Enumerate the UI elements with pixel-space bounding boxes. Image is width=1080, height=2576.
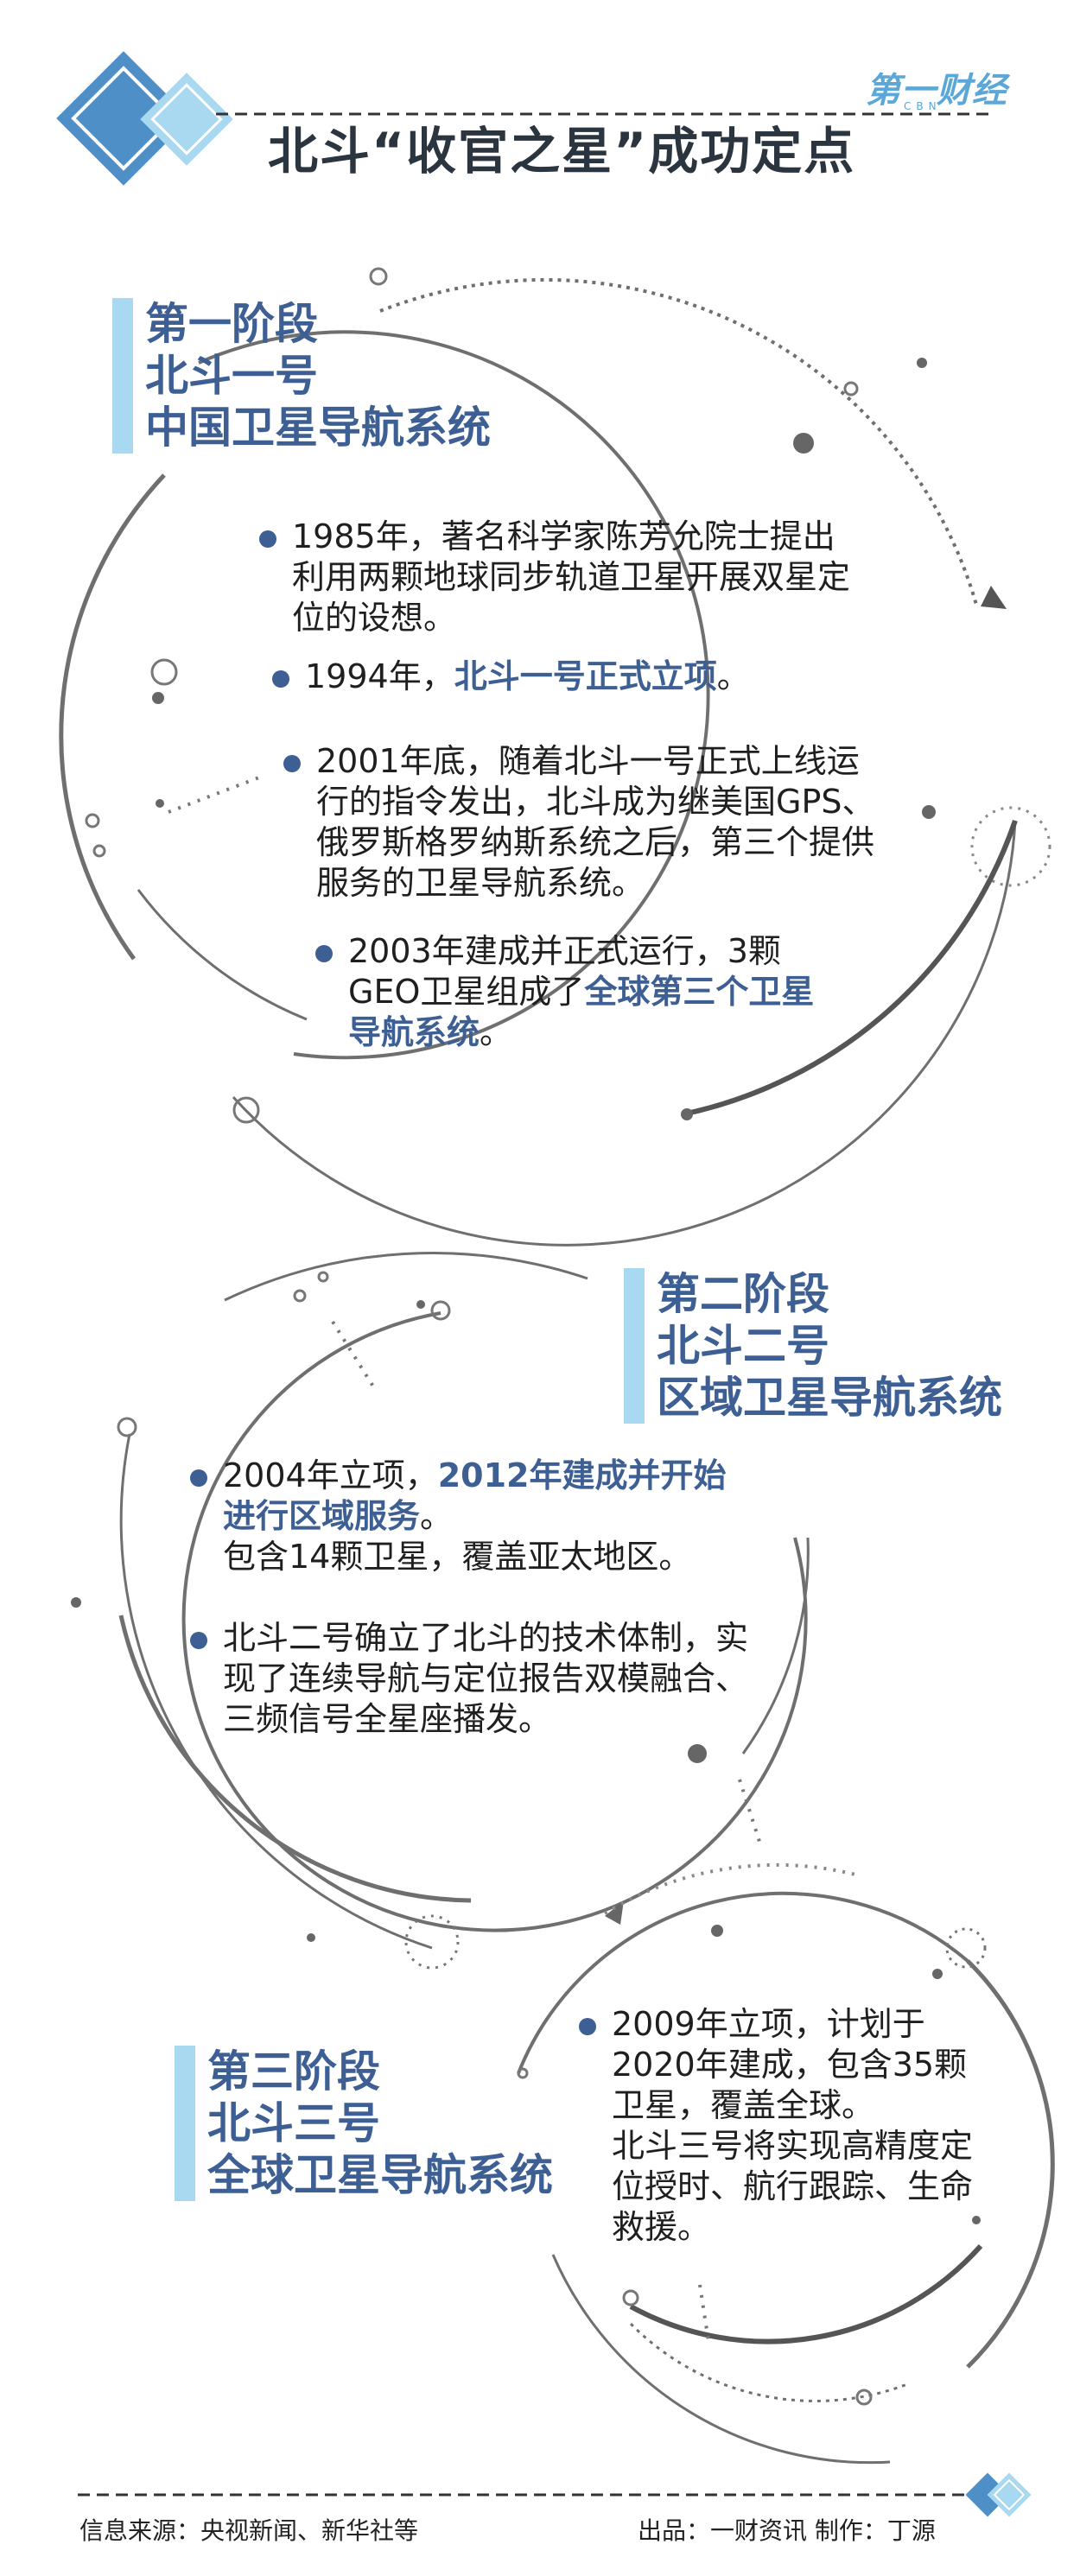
brand-logo: 第一财经 — [866, 71, 1007, 111]
bullet-dot-icon — [190, 1469, 207, 1487]
bullet-dot-icon — [283, 755, 301, 772]
stage-label: 第二阶段 — [657, 1268, 829, 1319]
stage-system-name: 北斗三号 — [207, 2097, 380, 2148]
stage-system-desc: 中国卫星导航系统 — [145, 402, 491, 453]
stage-2-heading: 第二阶段 北斗二号 区域卫星导航系统 — [624, 1268, 1002, 1424]
bullet-dot-icon — [272, 670, 289, 688]
footer-source: 信息来源：央视新闻、新华社等 — [79, 2516, 419, 2545]
stage-heading-bar — [112, 298, 133, 454]
stage-1-bullet-3: 2001年底，随着北斗一号正式上线运行的指令发出，北斗成为继美国GPS、俄罗斯格… — [283, 741, 886, 904]
stage-1-bullet-1: 1985年，著名科学家陈芳允院士提出利用两颗地球同步轨道卫星开展双星定位的设想。 — [259, 517, 862, 638]
stage-heading-bar — [175, 2046, 195, 2201]
stage-system-desc: 区域卫星导航系统 — [657, 1372, 1002, 1423]
bullet-dot-icon — [579, 2018, 596, 2035]
stage-1-bullet-4: 2003年建成并正式运行，3颗GEO卫星组成了全球第三个卫星导航系统。 — [315, 931, 841, 1053]
bullet-dot-icon — [190, 1632, 207, 1649]
bullet-dot-icon — [259, 530, 276, 548]
stage-1-bullet-2: 1994年，北斗一号正式立项。 — [272, 657, 858, 697]
stage-3-bullet-1: 2009年立项，计划于2020年建成，包含35颗卫星，覆盖全球。 北斗三号将实现… — [579, 2004, 992, 2248]
stage-3-heading: 第三阶段 北斗三号 全球卫星导航系统 — [175, 2046, 553, 2201]
stage-system-name: 北斗二号 — [657, 1320, 829, 1371]
stage-heading-bar — [624, 1268, 645, 1424]
page-title: 北斗“收官之星”成功定点 — [268, 122, 856, 181]
header-diamond-icon — [56, 51, 233, 186]
footer-diamond-icon — [965, 2472, 1032, 2517]
stage-2-bullet-2: 北斗二号确立了北斗的技术体制，实现了连续导航与定位报告双模融合、三频信号全星座播… — [190, 1618, 759, 1740]
bullet-dot-icon — [315, 945, 333, 962]
stage-label: 第一阶段 — [145, 298, 318, 349]
stage-system-name: 北斗一号 — [145, 350, 318, 401]
brand-logo-sub: CBN — [904, 100, 942, 112]
stage-system-desc: 全球卫星导航系统 — [207, 2149, 553, 2200]
stage-label: 第三阶段 — [207, 2046, 380, 2097]
stage-1-heading: 第一阶段 北斗一号 中国卫星导航系统 — [112, 298, 491, 454]
stage-2-bullet-1: 2004年立项，2012年建成并开始进行区域服务。 包含14颗卫星，覆盖亚太地区… — [190, 1456, 759, 1577]
footer-credit: 出品：一财资讯 制作：丁源 — [638, 2516, 936, 2545]
